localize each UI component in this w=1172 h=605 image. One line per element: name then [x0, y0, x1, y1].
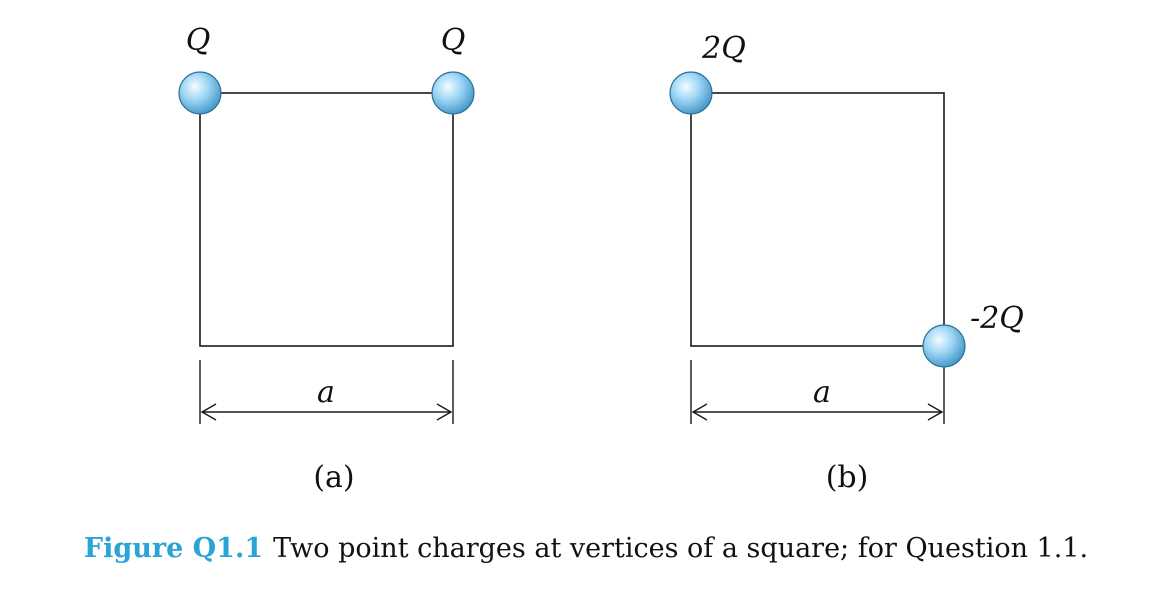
panel-label: (a)	[313, 460, 354, 495]
charge-ball	[922, 324, 966, 368]
panel-a: a Q Q (a)	[178, 23, 475, 495]
figure-caption: Figure Q1.1 Two point charges at vertices…	[0, 533, 1172, 564]
arrowhead-left	[691, 403, 708, 421]
caption-text: Two point charges at vertices of a squar…	[273, 533, 1089, 564]
charge-ball	[178, 71, 222, 115]
panel-label: (b)	[826, 460, 869, 495]
charge-diagram: a Q Q (a) a 2Q -2Q (b)	[178, 23, 1024, 495]
arrowhead-left	[200, 403, 217, 421]
charge-label: 2Q	[701, 31, 746, 66]
charge-label: Q	[186, 23, 211, 58]
dimension-b: a	[690, 360, 945, 424]
arrowhead-right	[927, 403, 944, 421]
charge-ball	[669, 71, 713, 115]
charge-label: -2Q	[970, 301, 1024, 336]
charge-ball	[431, 71, 475, 115]
charge-label: Q	[441, 23, 466, 58]
dimension-a: a	[199, 360, 454, 424]
square-b	[690, 92, 945, 347]
arrowhead-right	[436, 403, 453, 421]
panel-b: a 2Q -2Q (b)	[669, 31, 1024, 495]
dimension-label: a	[317, 375, 335, 410]
figure-number: Figure Q1.1	[83, 533, 264, 564]
square-a	[199, 92, 454, 347]
dimension-label: a	[813, 375, 831, 410]
